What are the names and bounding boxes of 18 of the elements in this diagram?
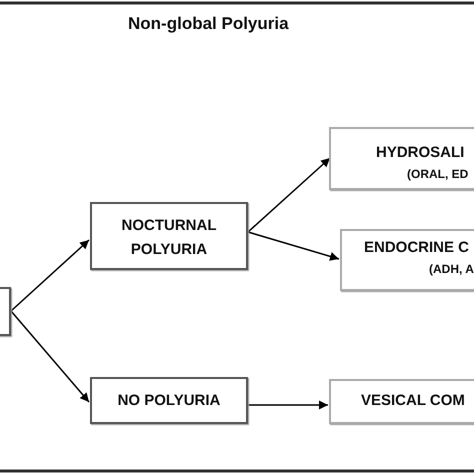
arrow: [248, 157, 330, 233]
process-box: [90, 202, 248, 270]
box-title: NOCTURNAL POLYURIA: [120, 216, 218, 260]
box-title: HYDROSALI: [376, 144, 464, 161]
title: Non-global Polyuria: [128, 14, 289, 34]
arrow: [248, 231, 340, 261]
box-subtitle: (ORAL, ED: [407, 167, 468, 181]
box-title: ENDOCRINE C: [364, 239, 470, 256]
process-box: [90, 377, 248, 424]
process-box: [340, 229, 474, 291]
box-title: NO POLYURIA: [116, 392, 222, 409]
arrow: [10, 239, 90, 312]
box-title: VESICAL COM: [361, 392, 465, 409]
process-box: [329, 127, 474, 190]
arrow: [248, 400, 328, 410]
arrow: [10, 310, 90, 402]
box-subtitle: (ADH, A: [429, 262, 474, 276]
process-box: [329, 379, 474, 424]
